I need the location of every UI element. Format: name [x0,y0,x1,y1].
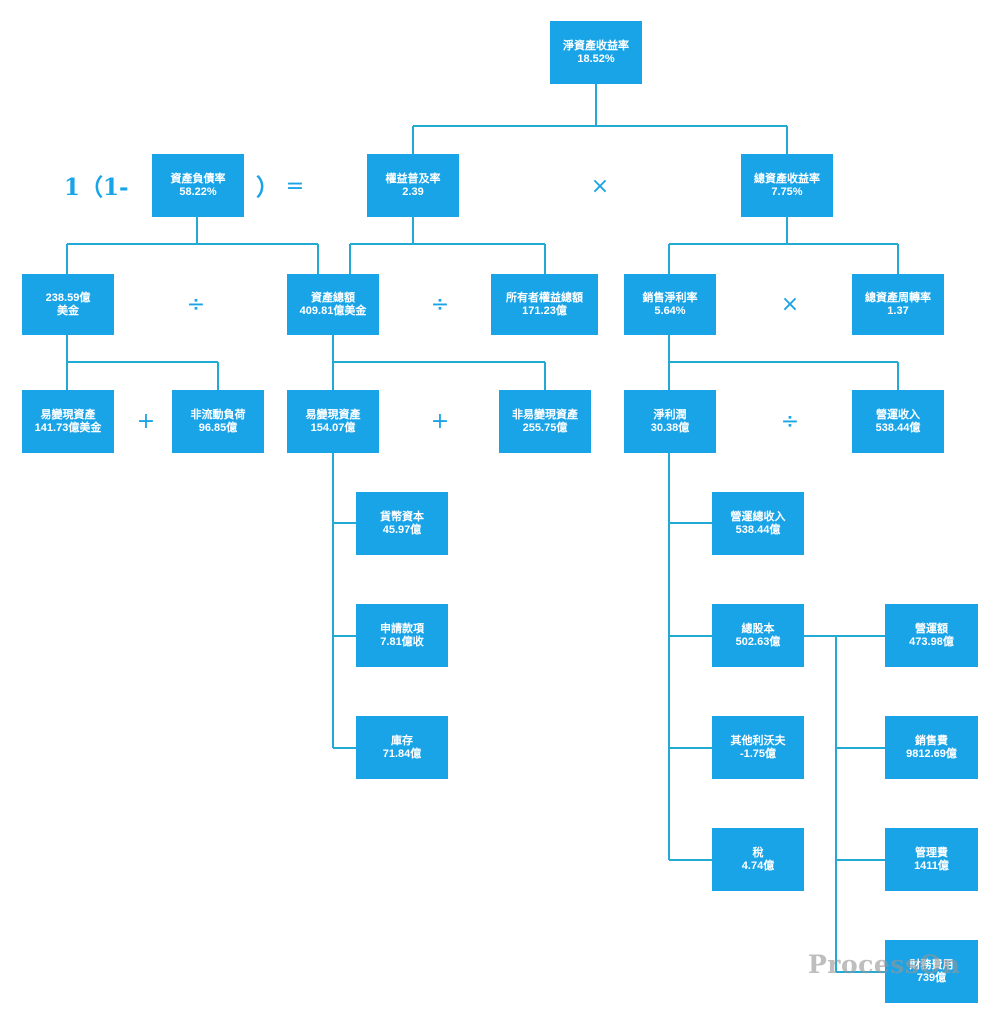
formula-left-paren: 1（1- [64,174,129,201]
node-label: 總股本 [741,622,775,635]
node-label: 總資產收益率 [754,172,820,185]
node-asset-turnover[interactable]: 總資產周轉率 1.37 [852,274,944,335]
node-value: 473.98億 [909,635,954,648]
node-value: 96.85億 [198,421,238,434]
node-label: 營運收入 [876,408,920,421]
node-net-profit[interactable]: 淨利潤 30.38億 [624,390,716,453]
node-operating-cost[interactable]: 營運額 473.98億 [885,604,978,667]
node-value: 538.44億 [735,523,781,536]
node-equity-multiplier[interactable]: 權益普及率 2.39 [367,154,459,217]
node-label: 營運額 [915,622,948,635]
node-value: 71.84億 [382,747,422,760]
divide-operator: ÷ [780,409,800,434]
node-label: 銷售費 [915,734,948,747]
node-tax[interactable]: 稅 4.74億 [712,828,804,891]
node-value: 502.63億 [735,635,781,648]
node-label: 財務費用 [909,958,954,971]
node-label: 總資產周轉率 [865,291,931,304]
node-owners-equity[interactable]: 所有者權益總額 171.23億 [491,274,598,335]
node-value: 4.74億 [741,859,775,872]
node-inventory[interactable]: 庫存 71.84億 [356,716,448,779]
divide-operator: ÷ [430,292,450,317]
node-total-revenue[interactable]: 營運總收入 538.44億 [712,492,804,555]
node-operating-income[interactable]: 營運收入 538.44億 [852,390,944,453]
node-value: 154.07億 [310,421,356,434]
node-value: 30.38億 [650,421,690,434]
multiply-operator: × [780,292,800,317]
node-label: 申請款項 [380,622,424,635]
node-label: 稅 [752,846,764,859]
node-label: 資產負債率 [170,172,226,185]
node-label: 非流動負荷 [190,408,246,421]
node-value: 409.81億美金 [299,304,367,317]
node-label: 權益普及率 [385,172,441,185]
node-value: 美金 [57,304,79,317]
node-admin-expense[interactable]: 管理費 1411億 [885,828,978,891]
node-selling-expense[interactable]: 銷售費 9812.69億 [885,716,978,779]
watermark: ProcessOn [808,950,961,979]
node-net-margin[interactable]: 銷售淨利率 5.64% [624,274,716,335]
node-label: 非易變現資產 [512,408,578,421]
node-debt-ratio[interactable]: 資產負債率 58.22% [152,154,244,217]
node-label: 所有者權益總額 [506,291,583,304]
equals-operator: = [285,174,305,199]
multiply-operator: × [590,174,610,199]
node-value: -1.75億 [739,747,777,760]
node-value: 7.81億收 [380,635,424,648]
node-value: 45.97億 [382,523,422,536]
node-total-cost[interactable]: 總股本 502.63億 [712,604,804,667]
node-total-assets[interactable]: 資產總額 409.81億美金 [287,274,379,335]
node-label: 營運總收入 [730,510,786,523]
node-roa[interactable]: 總資產收益率 7.75% [741,154,833,217]
node-value: 141.73億美金 [34,421,102,434]
node-value: 1411億 [914,859,949,872]
node-label: 資產總額 [311,291,355,304]
node-value: 7.75% [771,185,803,198]
plus-operator: + [430,409,450,434]
node-value: 255.75億 [522,421,568,434]
formula-right-paren: ） [256,174,279,201]
divide-operator: ÷ [186,292,206,317]
node-value: 5.64% [654,304,686,317]
node-label: 淨資產收益率 [563,39,629,52]
node-value: 2.39 [402,185,424,198]
node-monetary-capital[interactable]: 貨幣資本 45.97億 [356,492,448,555]
node-value: 538.44億 [875,421,921,434]
node-current-liabilities[interactable]: 易變現資產 141.73億美金 [22,390,114,453]
node-roe[interactable]: 淨資產收益率 18.52% [550,21,642,84]
node-label: 庫存 [391,734,413,747]
node-label: 淨利潤 [653,408,687,421]
node-value: 9812.69億 [906,747,957,760]
node-label: 238.59億 [45,291,91,304]
node-noncurrent-assets[interactable]: 非易變現資產 255.75億 [499,390,591,453]
node-label: 貨幣資本 [380,510,424,523]
plus-operator: + [136,409,156,434]
node-label: 管理費 [915,846,948,859]
node-total-liabilities[interactable]: 238.59億 美金 [22,274,114,335]
node-receivables[interactable]: 申請款項 7.81億收 [356,604,448,667]
node-value: 18.52% [577,52,615,65]
node-finance-expense[interactable]: 財務費用 739億 [885,940,978,1003]
node-label: 易變現資產 [40,408,96,421]
node-label: 其他利沃夫 [730,734,786,747]
node-other-profit[interactable]: 其他利沃夫 -1.75億 [712,716,804,779]
node-label: 易變現資產 [305,408,361,421]
node-value: 739億 [916,971,947,984]
node-noncurrent-liabilities[interactable]: 非流動負荷 96.85億 [172,390,264,453]
node-value: 171.23億 [522,304,567,317]
node-current-assets[interactable]: 易變現資產 154.07億 [287,390,379,453]
node-value: 58.22% [179,185,217,198]
node-label: 銷售淨利率 [642,291,698,304]
node-value: 1.37 [887,304,909,317]
